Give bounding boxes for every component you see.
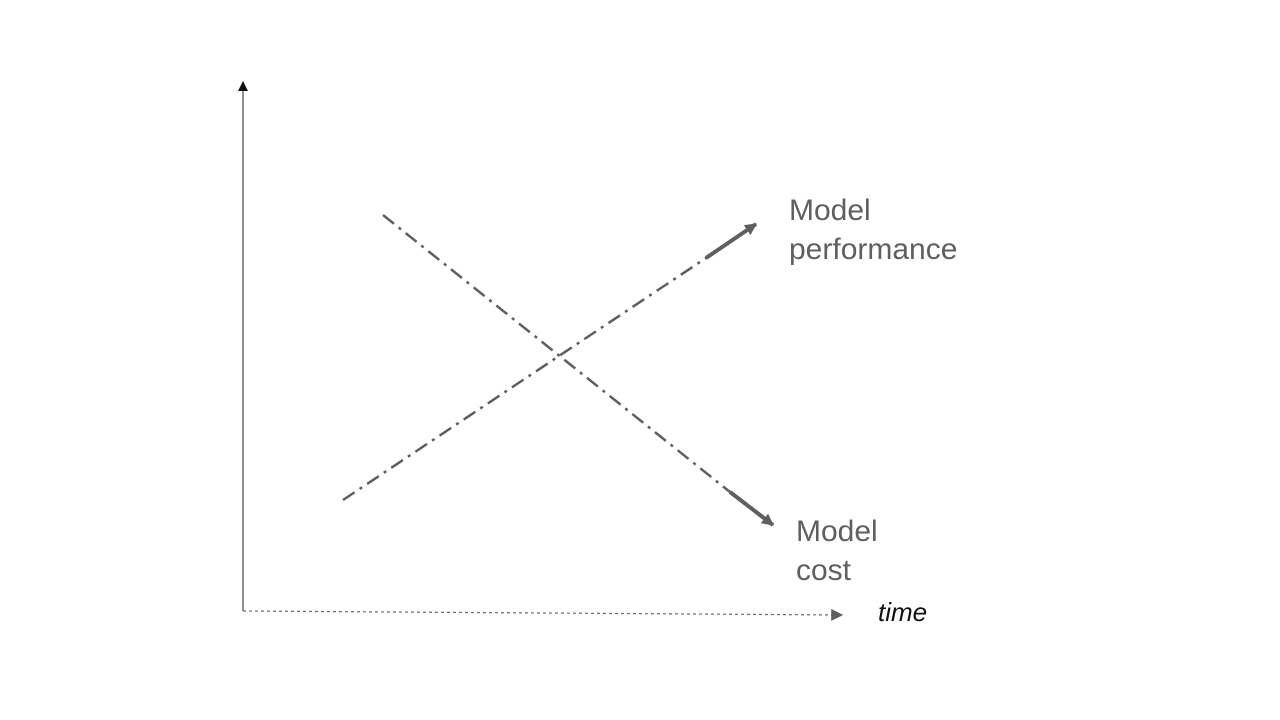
cost-label: Model cost bbox=[796, 515, 886, 587]
performance-label-line-2: performance bbox=[789, 233, 957, 266]
performance-trend-line bbox=[342, 256, 707, 502]
x-axis-label: time bbox=[878, 597, 927, 627]
cost-label-line-1: Model bbox=[796, 515, 878, 548]
performance-trend-arrow bbox=[704, 222, 758, 260]
performance-label-line-1: Model bbox=[789, 194, 871, 227]
cost-label-line-2: cost bbox=[796, 554, 852, 587]
x-axis bbox=[242, 608, 844, 621]
performance-label: Model performance bbox=[789, 194, 957, 266]
cost-trend-line bbox=[382, 214, 731, 493]
cost-trend-arrow bbox=[728, 490, 775, 527]
